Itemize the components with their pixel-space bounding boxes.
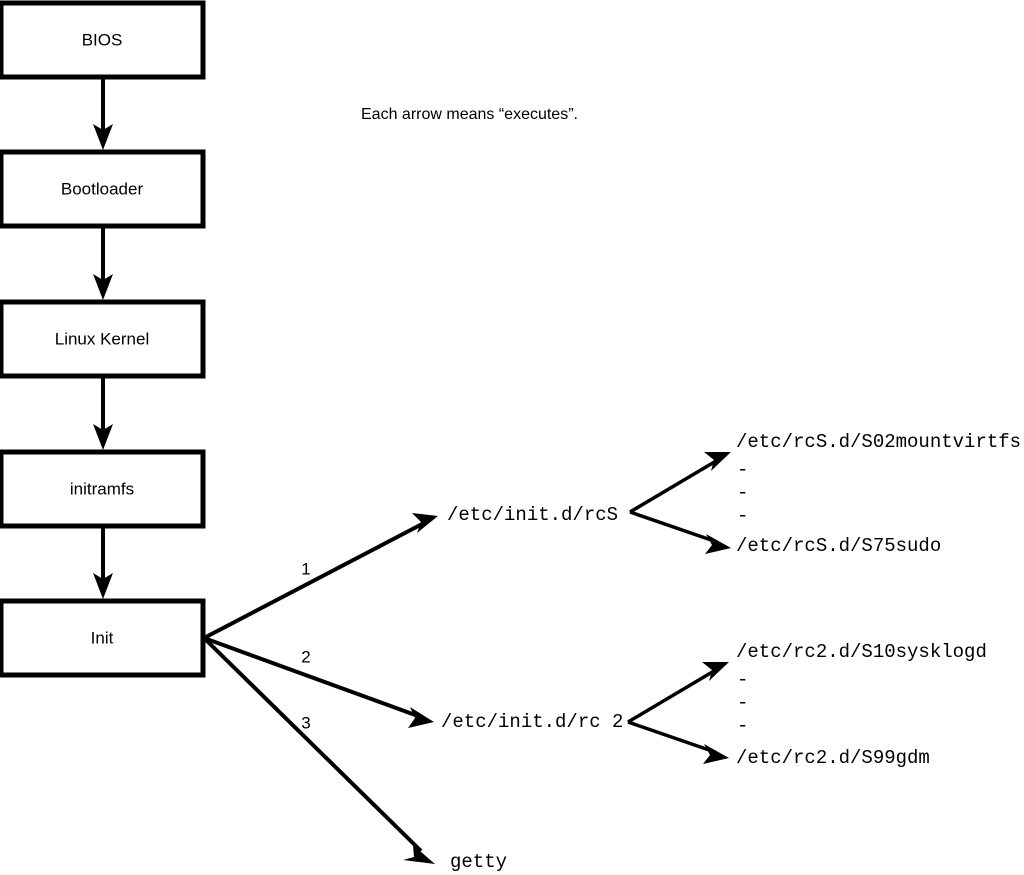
label-etc-init-d-rc2[interactable]: /etc/init.d/rc 2	[441, 711, 623, 733]
branch-number-1: 1	[301, 559, 310, 578]
node-init-rect	[0, 598, 206, 678]
label-rcs-script-first: /etc/rcS.d/S02mountvirtfs	[736, 431, 1021, 453]
node-linux-kernel-label: Linux Kernel	[55, 329, 150, 348]
rcs-ellipsis-dash-2: -	[737, 482, 748, 504]
node-bootloader[interactable]: Bootloader	[0, 149, 206, 229]
arrow-head-initramfs-init	[93, 573, 113, 599]
arrow-head-branch-2	[408, 707, 434, 728]
arrow-rc2-to-first-script	[627, 662, 729, 724]
arrow-init-branch-1	[203, 513, 438, 640]
rc2-ellipsis-dash-1: -	[737, 669, 748, 691]
rc2-ellipsis-dash-3: -	[737, 715, 748, 737]
arrow-head-bios-bootloader	[93, 124, 113, 150]
diagram-caption: Each arrow means “executes”.	[361, 106, 578, 123]
branch-number-3: 3	[301, 713, 310, 732]
label-rc2-script-first: /etc/rc2.d/S10sysklogd	[736, 641, 987, 663]
arrow-initramfs-to-init	[93, 526, 113, 599]
node-bios-label: BIOS	[82, 30, 123, 49]
arrow-head-rcs-first	[704, 452, 731, 471]
node-initramfs-rect	[0, 449, 206, 529]
label-etc-init-d-rcs[interactable]: /etc/init.d/rcS	[447, 504, 618, 526]
node-bios[interactable]: BIOS	[0, 0, 206, 80]
arrow-init-branch-3	[202, 636, 435, 864]
rcs-ellipsis-dash-1: -	[737, 459, 748, 481]
arrow-init-branch-2	[203, 636, 434, 728]
label-rcs-script-last: /etc/rcS.d/S75sudo	[736, 535, 941, 557]
arrow-head-branch-3	[403, 845, 435, 864]
arrow-head-rc2-last	[703, 744, 729, 764]
node-bootloader-label: Bootloader	[61, 179, 144, 198]
arrow-rcs-to-last-script	[629, 510, 731, 554]
arrow-head-bootloader-kernel	[93, 274, 113, 300]
arrow-rcs-to-first-script	[629, 452, 731, 514]
node-initramfs[interactable]: initramfs	[0, 449, 206, 529]
arrow-head-kernel-initramfs	[93, 424, 113, 450]
rc2-ellipsis-dash-2: -	[737, 692, 748, 714]
label-getty[interactable]: getty	[450, 851, 507, 873]
node-linux-kernel[interactable]: Linux Kernel	[0, 299, 206, 379]
node-initramfs-label: initramfs	[70, 479, 134, 498]
arrow-bootloader-to-kernel	[93, 226, 113, 300]
node-init[interactable]: Init	[0, 598, 206, 678]
arrow-head-branch-1	[412, 513, 438, 533]
label-rc2-script-last: /etc/rc2.d/S99gdm	[736, 747, 930, 769]
branch-number-2: 2	[301, 647, 310, 666]
arrow-rc2-to-last-script	[627, 720, 729, 764]
arrow-head-rcs-last	[705, 534, 731, 554]
arrow-head-rc2-first	[702, 662, 729, 681]
arrow-kernel-to-initramfs	[93, 376, 113, 450]
rcs-ellipsis-dash-3: -	[737, 505, 748, 527]
arrow-bios-to-bootloader	[93, 77, 113, 150]
node-init-label: Init	[91, 628, 114, 647]
